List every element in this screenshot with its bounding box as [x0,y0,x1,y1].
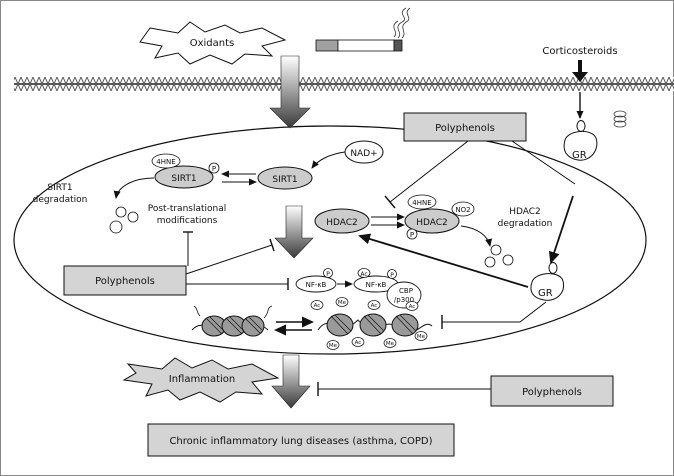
ac-h3-label: Ac [355,340,362,346]
condensed-chromatin [191,305,273,337]
polyphenols-inhibit-nuclear-bar [269,238,275,252]
me-h1-label: Me [338,300,347,306]
gr-inner-shape [530,273,565,301]
me-h2-label: Me [329,343,338,349]
nfkb-label-2: NF-κB [366,281,387,289]
gr-recruit-hdac2-arrow [358,233,529,288]
sirt1-degradation-arrow [113,177,155,199]
nad-label: NAD+ [350,149,377,159]
corticosteroids-label: Corticosteroids [542,46,617,57]
chronic-disease-box [147,423,455,457]
p-nfkb2-label: P [390,272,394,279]
gr-top-label: GR [572,150,587,161]
oxidants-burst [139,21,287,65]
ac-nfkb2-tag [357,268,371,278]
relaxed-chromatin [317,313,433,337]
inflammation-label: Inflammation [169,374,235,385]
p-nfkb1-label: P [326,271,330,278]
hdac2-modified-label: HDAC2 [416,218,448,228]
hdac2-modified-node [404,208,460,234]
sirt1-modified-node [154,165,214,189]
nfkb-label-1: NF-κB [306,281,327,289]
polyphenols-box-left [63,265,187,296]
gr-translocation-arrow [548,195,574,264]
hne-hdac2-tag [407,194,437,210]
sirt1-label: SIRT1 [272,175,297,185]
cell-membrane [14,77,674,91]
hdac2-degradation-label-1: HDAC2 [509,207,541,217]
sirt1-modified-label: SIRT1 [171,174,196,184]
gr-inner-label: GR [538,288,553,299]
hne-sirt1-tag [151,153,181,169]
sirt1-node [257,166,313,190]
p-sirt1-tag [208,162,220,174]
inner-steroid-molecule [548,262,558,274]
hdac2-fragments [484,244,514,268]
corticosteroid-entry-arrow [572,60,588,82]
ptm-label-1: Post-translational [148,204,227,214]
steroid-molecule [576,120,586,132]
p-nfkb2-tag [387,269,397,279]
chronic-disease-label: Chronic inflammatory lung diseases (asth… [169,436,432,447]
p-nfkb1-tag [323,268,333,278]
nuclear-arrow [274,205,314,259]
nfkb-node-1 [295,275,337,293]
ac-h2-label: Ac [371,303,378,309]
polyphenols-box-bottom [490,375,614,407]
hne-hdac2-label: 4HNE [412,199,431,207]
oxidants-label: Oxidants [190,38,235,49]
no2-label: NO2 [455,206,470,214]
sirt1-degradation-label-1: SIRT1 [47,183,72,193]
p-hdac2-label: P [410,231,414,239]
oxidant-entry-arrow [269,55,311,129]
polyphenols-bottom-label: Polyphenols [522,387,582,398]
p-hdac2-tag [406,228,418,240]
inflammation-arrow [271,354,311,409]
ptm-label-2: modifications [157,216,218,226]
sirt1-fragments [109,206,139,234]
p-sirt1-label: P [212,165,216,173]
gr-top-shape [563,131,598,161]
histone-marks [310,297,428,350]
hne-sirt1-label: 4HNE [156,158,175,166]
inflammation-burst [122,357,280,403]
hdac2-degradation-label-2: degradation [498,219,553,229]
hdac2-node [314,208,370,234]
cigarette-icon [315,7,411,52]
cbp-label-2: /p300 [394,296,414,304]
polyphenols-left-label: Polyphenols [95,276,155,287]
gr-inhibit-chromatin-line [442,301,547,323]
cbp-label-1: CBP [399,287,413,295]
polyphenols-inhibit-hdac2-line [389,140,469,203]
polyphenols-to-gr-line [511,140,576,185]
me-h3-label: Me [386,341,395,347]
hdac2-label: HDAC2 [326,218,358,228]
nad-to-sirt1-arrow [311,151,346,169]
polyphenols-inhibit-nuclear-line [185,244,273,275]
ac-h4-label: Ac [409,304,416,310]
ac-nfkb2-label: Ac [360,271,367,278]
me-h4-label: Me [417,334,426,340]
sirt1-degradation-label-2: degradation [33,195,88,205]
hdac2-degradation-arrow [460,225,493,247]
polyphenols-box-top [403,112,527,142]
membrane-coil-icon [613,110,627,128]
no2-tag [451,201,475,217]
ac-h1-label: Ac [314,303,321,309]
polyphenols-top-label: Polyphenols [435,123,495,134]
polyphenols-inhibit-hdac2-bar [384,195,396,209]
